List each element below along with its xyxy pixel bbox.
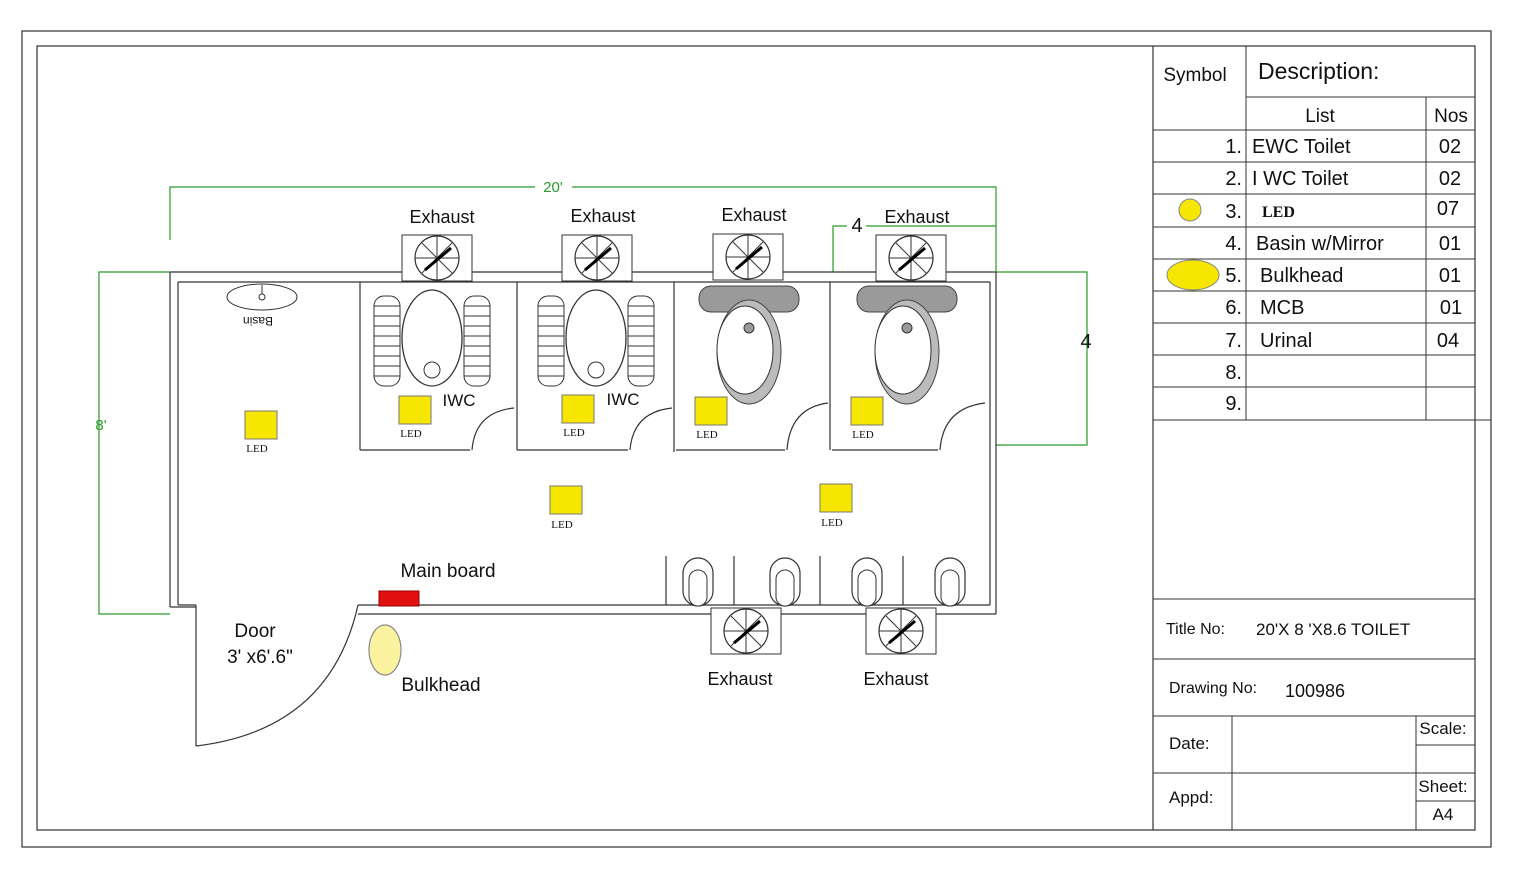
iwc-label: IWC bbox=[606, 390, 639, 409]
stall-depth-dimension: 4 bbox=[1080, 331, 1091, 353]
legend-row: 9. bbox=[1225, 393, 1242, 415]
date-label: Date: bbox=[1169, 734, 1210, 753]
ewc-toilet-icon bbox=[698, 285, 800, 405]
svg-text:Urinal: Urinal bbox=[1260, 330, 1312, 352]
main-board-icon bbox=[378, 590, 420, 607]
legend-row: 6. MCB 01 bbox=[1225, 297, 1462, 319]
led-label: LED bbox=[551, 519, 572, 531]
exhaust-label: Exhaust bbox=[707, 669, 772, 689]
led-light-icon bbox=[398, 395, 432, 425]
drawing-label: Drawing No: bbox=[1169, 680, 1257, 697]
svg-text:5.: 5. bbox=[1225, 265, 1242, 287]
appd-label: Appd: bbox=[1169, 788, 1213, 807]
urinal-icon bbox=[682, 557, 714, 607]
svg-text:Basin w/Mirror: Basin w/Mirror bbox=[1256, 233, 1384, 255]
svg-text:6.: 6. bbox=[1225, 297, 1242, 319]
svg-text:02: 02 bbox=[1439, 136, 1461, 158]
bulkhead-symbol-icon bbox=[1166, 259, 1220, 291]
led-light-icon bbox=[549, 485, 583, 515]
led-light-icon bbox=[244, 410, 278, 440]
height-dimension: 8' bbox=[95, 417, 106, 434]
legend-row: 1. EWC Toilet 02 bbox=[1225, 136, 1461, 158]
led-label: LED bbox=[563, 427, 584, 439]
svg-text:01: 01 bbox=[1440, 297, 1462, 319]
exhaust-fan-icon bbox=[400, 233, 474, 283]
ewc-toilet-icon bbox=[856, 285, 958, 405]
basin-icon bbox=[226, 283, 298, 311]
led-label: LED bbox=[821, 517, 842, 529]
legend-row: 8. bbox=[1225, 362, 1242, 384]
exhaust-fan-icon bbox=[864, 606, 938, 656]
door-size: 3' x6'.6" bbox=[227, 647, 293, 668]
svg-text:01: 01 bbox=[1439, 233, 1461, 255]
svg-text:LED: LED bbox=[1262, 204, 1295, 221]
title-label: Title No: bbox=[1166, 621, 1225, 638]
urinal-icon bbox=[851, 557, 883, 607]
exhaust-fan-icon bbox=[711, 232, 785, 282]
svg-text:4.: 4. bbox=[1225, 233, 1242, 255]
led-symbol-icon bbox=[1178, 198, 1202, 222]
iwc-label: IWC bbox=[442, 391, 475, 410]
svg-text:EWC Toilet: EWC Toilet bbox=[1252, 136, 1351, 158]
led-label: LED bbox=[400, 428, 421, 440]
sheet-label: Sheet: bbox=[1418, 777, 1467, 796]
legend-row: 4. Basin w/Mirror 01 bbox=[1225, 233, 1461, 255]
exhaust-label: Exhaust bbox=[409, 207, 474, 227]
door-label: Door bbox=[234, 621, 276, 642]
stall-width-dimension: 4 bbox=[851, 215, 862, 237]
svg-text:01: 01 bbox=[1439, 265, 1461, 287]
exhaust-label: Exhaust bbox=[884, 207, 949, 227]
description-header: Description: bbox=[1258, 58, 1379, 84]
exhaust-label: Exhaust bbox=[570, 206, 635, 226]
led-light-icon bbox=[819, 483, 853, 513]
urinal-icon bbox=[769, 557, 801, 607]
list-header: List bbox=[1305, 106, 1335, 127]
dimension-lines bbox=[98, 186, 1088, 615]
scale-label: Scale: bbox=[1419, 719, 1466, 738]
svg-text:3.: 3. bbox=[1225, 201, 1242, 223]
legend-row: 3. LED 07 bbox=[1225, 198, 1459, 223]
exhaust-fan-icon bbox=[709, 606, 783, 656]
svg-text:02: 02 bbox=[1439, 168, 1461, 190]
bulkhead-label: Bulkhead bbox=[401, 675, 480, 696]
exhaust-fan-icon bbox=[560, 233, 634, 283]
svg-text:Bulkhead: Bulkhead bbox=[1260, 265, 1343, 287]
svg-text:04: 04 bbox=[1437, 330, 1459, 352]
led-light-icon bbox=[561, 394, 595, 424]
legend-row: 2. I WC Toilet 02 bbox=[1225, 168, 1461, 190]
led-label: LED bbox=[246, 443, 267, 455]
sheet-value: A4 bbox=[1433, 805, 1454, 824]
exhaust-label: Exhaust bbox=[863, 669, 928, 689]
led-label: LED bbox=[696, 429, 717, 441]
exhaust-label: Exhaust bbox=[721, 205, 786, 225]
svg-text:8.: 8. bbox=[1225, 362, 1242, 384]
legend-table bbox=[1153, 46, 1491, 830]
svg-text:I WC Toilet: I WC Toilet bbox=[1252, 168, 1349, 190]
bulkhead-light-icon bbox=[368, 624, 402, 676]
urinal-icon bbox=[934, 557, 966, 607]
svg-text:MCB: MCB bbox=[1260, 297, 1304, 319]
iwc-toilet-icon bbox=[537, 289, 655, 387]
led-light-icon bbox=[694, 396, 728, 426]
led-label: LED bbox=[852, 429, 873, 441]
drawing-value: 100986 bbox=[1285, 681, 1345, 701]
led-light-icon bbox=[850, 396, 884, 426]
iwc-toilet-icon bbox=[373, 289, 491, 387]
svg-text:1.: 1. bbox=[1225, 136, 1242, 158]
width-dimension: 20' bbox=[543, 179, 563, 196]
svg-text:2.: 2. bbox=[1225, 168, 1242, 190]
nos-header: Nos bbox=[1434, 106, 1468, 127]
title-value: 20'X 8 'X8.6 TOILET bbox=[1256, 620, 1410, 639]
exhaust-fan-icon bbox=[874, 233, 948, 283]
legend-row: 7. Urinal 04 bbox=[1225, 330, 1459, 352]
svg-text:07: 07 bbox=[1437, 198, 1459, 220]
legend-row: 5. Bulkhead 01 bbox=[1225, 265, 1461, 287]
symbol-header: Symbol bbox=[1163, 65, 1226, 86]
svg-text:9.: 9. bbox=[1225, 393, 1242, 415]
basin-label: Basin bbox=[243, 314, 273, 328]
main-board-label: Main board bbox=[400, 561, 495, 582]
svg-text:7.: 7. bbox=[1225, 330, 1242, 352]
